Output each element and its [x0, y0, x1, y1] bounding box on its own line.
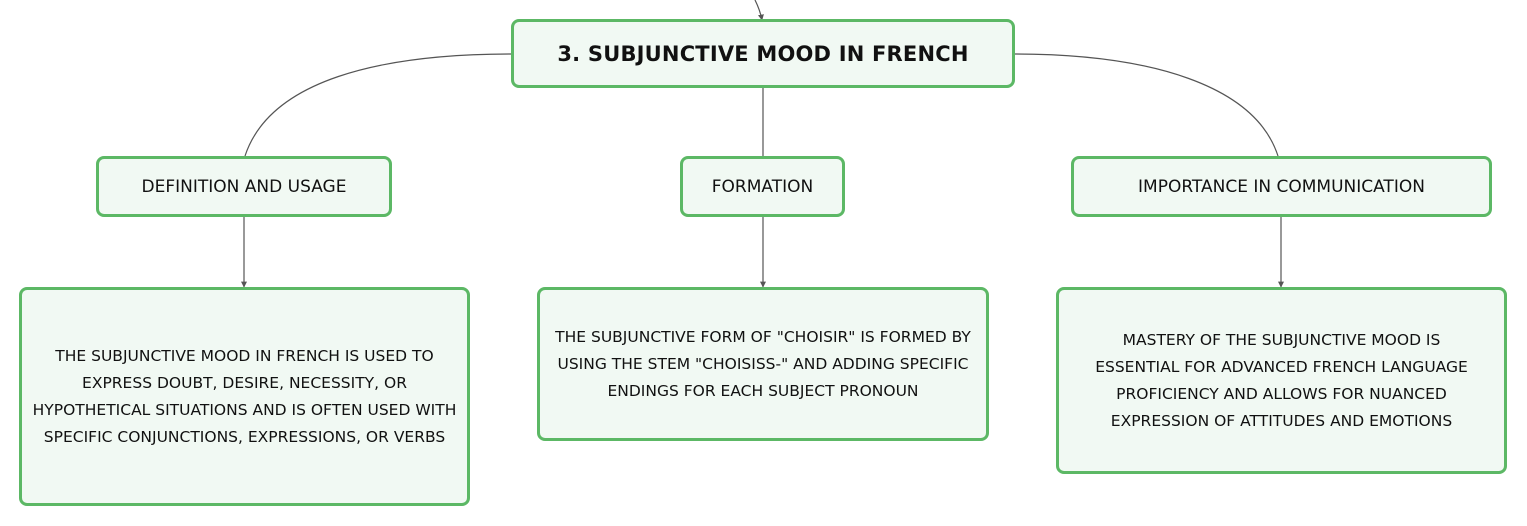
detail-node-text: MASTERY OF THE SUBJUNCTIVE MOOD IS ESSEN…	[1095, 330, 1468, 430]
root-node-label: 3. SUBJUNCTIVE MOOD IN FRENCH	[557, 41, 969, 66]
branch-node-label: DEFINITION AND USAGE	[141, 176, 347, 197]
detail-node-definition-and-usage[interactable]: THE SUBJUNCTIVE MOOD IN FRENCH IS USED T…	[19, 287, 470, 506]
branch-node-label: IMPORTANCE IN COMMUNICATION	[1138, 176, 1425, 197]
branch-node-label: FORMATION	[711, 176, 814, 197]
detail-node-text: THE SUBJUNCTIVE FORM OF "CHOISIR" IS FOR…	[555, 327, 971, 400]
branch-node-definition-and-usage[interactable]: DEFINITION AND USAGE	[96, 156, 392, 217]
detail-node-importance-in-communication[interactable]: MASTERY OF THE SUBJUNCTIVE MOOD IS ESSEN…	[1056, 287, 1507, 474]
connector-root-to-importance	[1013, 53, 1279, 157]
root-node[interactable]: 3. SUBJUNCTIVE MOOD IN FRENCH	[511, 19, 1015, 88]
connector-parent-to-root	[754, 0, 764, 21]
detail-node-formation[interactable]: THE SUBJUNCTIVE FORM OF "CHOISIR" IS FOR…	[537, 287, 989, 441]
branch-node-importance-in-communication[interactable]: IMPORTANCE IN COMMUNICATION	[1071, 156, 1492, 217]
detail-node-text: THE SUBJUNCTIVE MOOD IN FRENCH IS USED T…	[32, 346, 457, 446]
branch-node-formation[interactable]: FORMATION	[680, 156, 845, 217]
connector-root-to-definition	[244, 53, 513, 157]
